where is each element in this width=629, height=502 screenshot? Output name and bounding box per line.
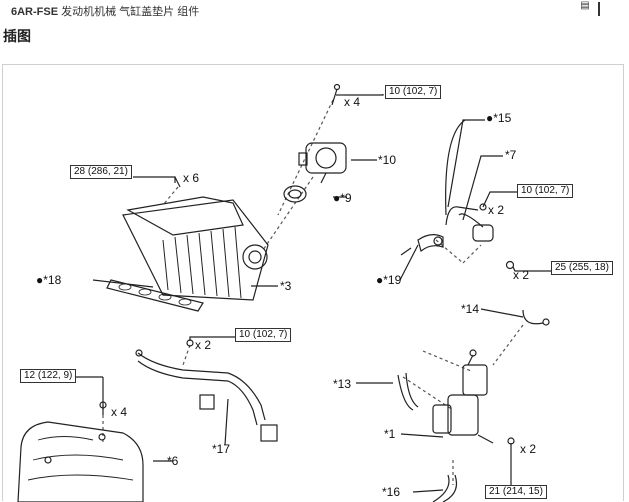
breadcrumb: 6AR-FSE 发动机机械 气缸盖垫片 组件 <box>11 3 199 19</box>
qty-label: x 2 <box>195 338 212 352</box>
torque-spec-egr-nut: 21 (214, 15) <box>485 485 547 499</box>
print-icon[interactable]: ▤ <box>580 0 590 11</box>
torque-spec-manifold-bolt: 28 (286, 21) <box>70 165 132 179</box>
part-label-15: ●*15 <box>486 111 512 125</box>
part-label-16: *16 <box>382 485 401 499</box>
part-label-1: *1 <box>384 427 396 441</box>
torque-spec-throttle-bolt: 10 (102, 7) <box>385 85 442 99</box>
part-label-13: *13 <box>333 377 352 391</box>
breadcrumb-path: 发动机机械 气缸盖垫片 组件 <box>61 6 200 18</box>
part-label-10: *10 <box>378 153 397 167</box>
torque-spec-hose-bolt: 10 (102, 7) <box>517 184 574 198</box>
part-label-18: ●*18 <box>36 273 62 287</box>
qty-label: x 6 <box>183 171 200 185</box>
engine-model: 6AR-FSE <box>11 6 59 18</box>
qty-label: x 2 <box>520 442 537 456</box>
part-label-3: *3 <box>280 279 292 293</box>
qty-label: x 2 <box>488 203 505 217</box>
qty-label: x 2 <box>513 268 530 282</box>
header-divider <box>598 2 600 16</box>
page-header: 6AR-FSE 发动机机械 气缸盖垫片 组件 ▤ <box>0 0 629 20</box>
torque-spec-fuel-pipe-bolt: 10 (102, 7) <box>235 328 292 342</box>
qty-label: x 4 <box>111 405 128 419</box>
part-label-9: ●*9 <box>333 191 352 205</box>
part-label-7: *7 <box>505 148 517 162</box>
part-label-14: *14 <box>461 302 480 316</box>
part-label-19: ●*19 <box>376 273 402 287</box>
torque-spec-bracket-nut: 25 (255, 18) <box>551 261 613 275</box>
qty-label: x 4 <box>344 95 361 109</box>
part-label-17: *17 <box>212 442 231 456</box>
torque-spec-heat-shield-bolt: 12 (122, 9) <box>20 369 77 383</box>
parts-illustration: 10 (102, 7) 28 (286, 21) 10 (102, 7) 25 … <box>2 64 624 502</box>
section-title: 插图 <box>3 28 31 44</box>
parts-drawing <box>17 83 551 502</box>
part-label-6: *6 <box>167 454 179 468</box>
